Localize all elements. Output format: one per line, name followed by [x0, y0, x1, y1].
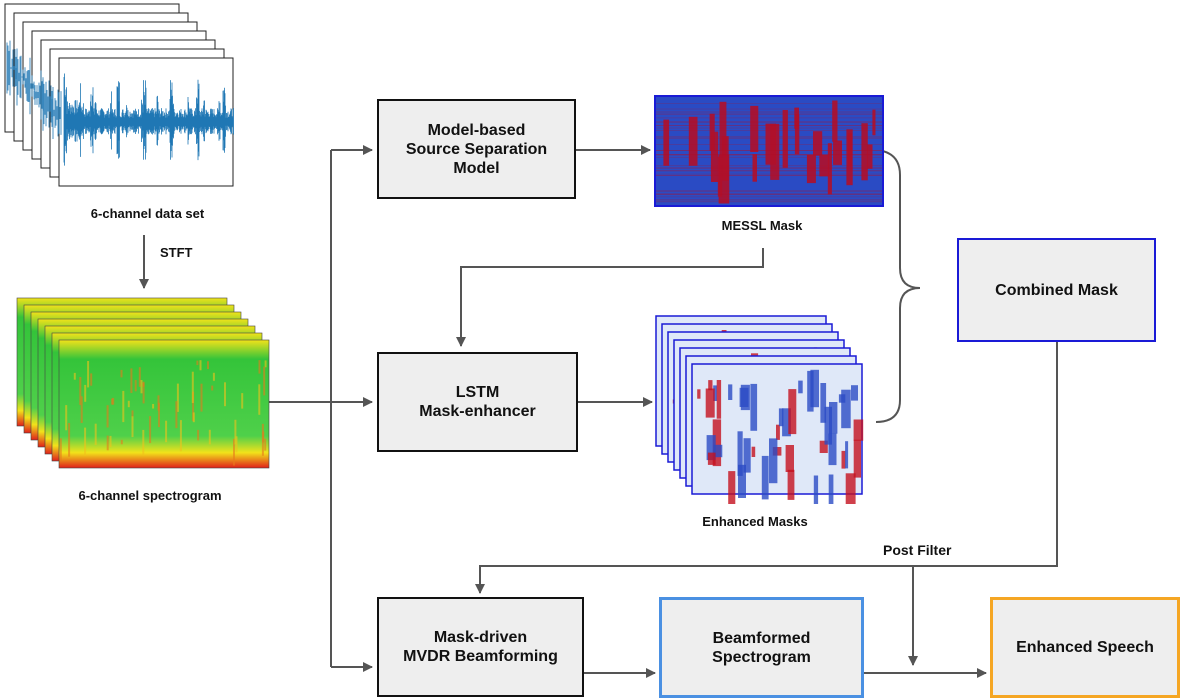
- stft-caption: STFT: [160, 245, 193, 260]
- mask-heatmap-icon: [654, 95, 884, 207]
- lstm-line-1: LSTM: [455, 384, 500, 401]
- enhanced-masks-caption: Enhanced Masks: [702, 514, 808, 529]
- mvdr-line-2: MVDR Beamforming: [403, 648, 558, 665]
- post-filter-line: [475, 342, 1058, 594]
- enhanced-speech-line-1: Enhanced Speech: [1016, 639, 1154, 656]
- model-based-line-2: Source Separation: [405, 140, 548, 158]
- waveform-stack-icon: [4, 3, 234, 187]
- enhanced-speech-node: Enhanced Speech: [990, 597, 1180, 698]
- spectrogram-stack-icon: [16, 297, 270, 469]
- beamformed-line-2: Spectrogram: [712, 648, 811, 666]
- lstm-line-2: Mask-enhancer: [419, 403, 536, 420]
- beamformed-line-1: Beamformed: [712, 629, 811, 647]
- combined-mask-node: Combined Mask: [957, 238, 1156, 342]
- post-filter-caption: Post Filter: [883, 542, 952, 558]
- model-based-node: Model-based Source Separation Model: [377, 99, 576, 199]
- spectrogram-caption: 6-channel spectrogram: [78, 488, 222, 503]
- mvdr-line-1: Mask-driven: [433, 629, 528, 646]
- data-set-caption: 6-channel data set: [90, 206, 205, 221]
- model-based-line-1: Model-based: [427, 121, 526, 139]
- lstm-node: LSTM Mask-enhancer: [377, 352, 578, 452]
- combine-brace: [875, 149, 921, 423]
- messl-to-lstm-arrow: [456, 248, 764, 347]
- mvdr-node: Mask-driven MVDR Beamforming: [377, 597, 584, 697]
- model-based-line-3: Model: [453, 159, 500, 177]
- messl-caption: MESSL Mask: [721, 218, 803, 233]
- beamformed-node: Beamformed Spectrogram: [659, 597, 864, 698]
- mask-heatmap-stack-icon: [655, 315, 864, 504]
- combined-line-1: Combined Mask: [995, 281, 1118, 299]
